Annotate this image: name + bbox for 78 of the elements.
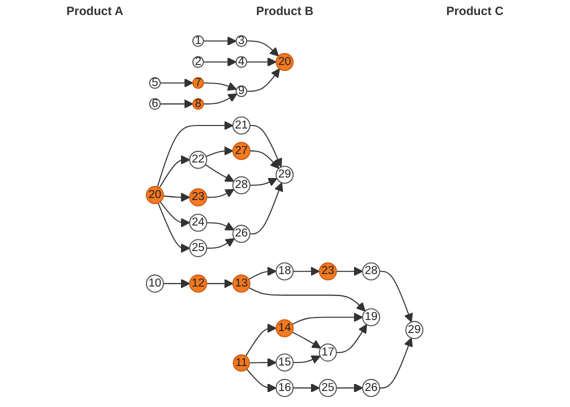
arrow [204, 82, 238, 91]
node-circle: 28 [362, 262, 381, 280]
arrow [157, 120, 234, 188]
arrow [249, 287, 366, 312]
node-circle: 4 [236, 56, 248, 68]
arrow [292, 312, 364, 325]
arrow [247, 68, 280, 92]
node-circle: 27 [232, 142, 251, 160]
arrow [250, 150, 280, 169]
node-circle: 2 [192, 56, 204, 68]
node-circle: 28 [232, 176, 251, 194]
node-circle: 16 [276, 378, 294, 397]
node-circle: 20 [146, 186, 164, 204]
node-circle: 29 [276, 166, 294, 184]
group-label: Product C [446, 4, 504, 18]
node-circle: 14 [276, 319, 294, 338]
arrow [205, 164, 235, 182]
arrow [160, 99, 194, 109]
node-circle: 19 [362, 308, 381, 326]
node-circle: 26 [362, 378, 381, 397]
node-circle: 10 [146, 274, 164, 293]
arrow [250, 178, 278, 186]
arrow [336, 383, 364, 393]
arrow [336, 324, 368, 354]
arrow [247, 57, 277, 67]
node-circle: 6 [149, 98, 162, 110]
arrow [248, 266, 277, 280]
arrow [336, 266, 364, 276]
node-circle: 23 [189, 188, 208, 206]
node-circle: 21 [232, 116, 251, 135]
node-circle: 24 [189, 214, 208, 232]
arrow [250, 358, 277, 368]
node-circle: 12 [189, 274, 208, 293]
arrow [207, 222, 235, 230]
arrow [294, 383, 320, 393]
node-circle: 7 [192, 77, 204, 89]
node-circle: 23 [319, 262, 338, 280]
arrow [160, 201, 190, 228]
arrow [204, 94, 238, 104]
node-circle: 20 [276, 52, 294, 72]
arrow [292, 332, 322, 349]
arrow [159, 155, 190, 188]
node-circle: 17 [319, 344, 338, 362]
node-circle: 5 [149, 77, 162, 89]
arrow [250, 125, 282, 168]
arrow [160, 78, 194, 88]
node-circle: 25 [189, 239, 208, 258]
node-circle: 3 [236, 35, 248, 47]
arrow [380, 270, 414, 322]
node-circle: 9 [236, 85, 248, 98]
node-circle: 25 [319, 378, 338, 397]
arrow [294, 266, 320, 276]
node-circle: 26 [232, 224, 251, 243]
group-label: Product B [256, 4, 314, 18]
arrow [164, 278, 190, 288]
arrow [207, 278, 234, 288]
node-circle: 18 [276, 262, 294, 280]
arrow [207, 188, 235, 198]
arrow [294, 355, 321, 364]
arrow [164, 192, 190, 202]
arrow [204, 36, 237, 46]
arrow [246, 324, 277, 356]
arrow [380, 338, 414, 388]
arrow [250, 182, 284, 234]
arrow [204, 57, 237, 67]
arrow [246, 368, 277, 393]
arrow [206, 146, 234, 158]
node-circle: 22 [189, 150, 208, 169]
node-circle: 1 [192, 35, 204, 47]
arrow [158, 202, 190, 253]
node-circle: 11 [233, 354, 250, 372]
node-circle: 29 [406, 320, 424, 339]
arrow [207, 238, 236, 249]
node-circle: 13 [232, 274, 251, 293]
node-circle: 8 [192, 98, 204, 110]
arrow [247, 40, 280, 56]
node-circle: 15 [276, 353, 294, 372]
group-label: Product A [66, 4, 124, 18]
